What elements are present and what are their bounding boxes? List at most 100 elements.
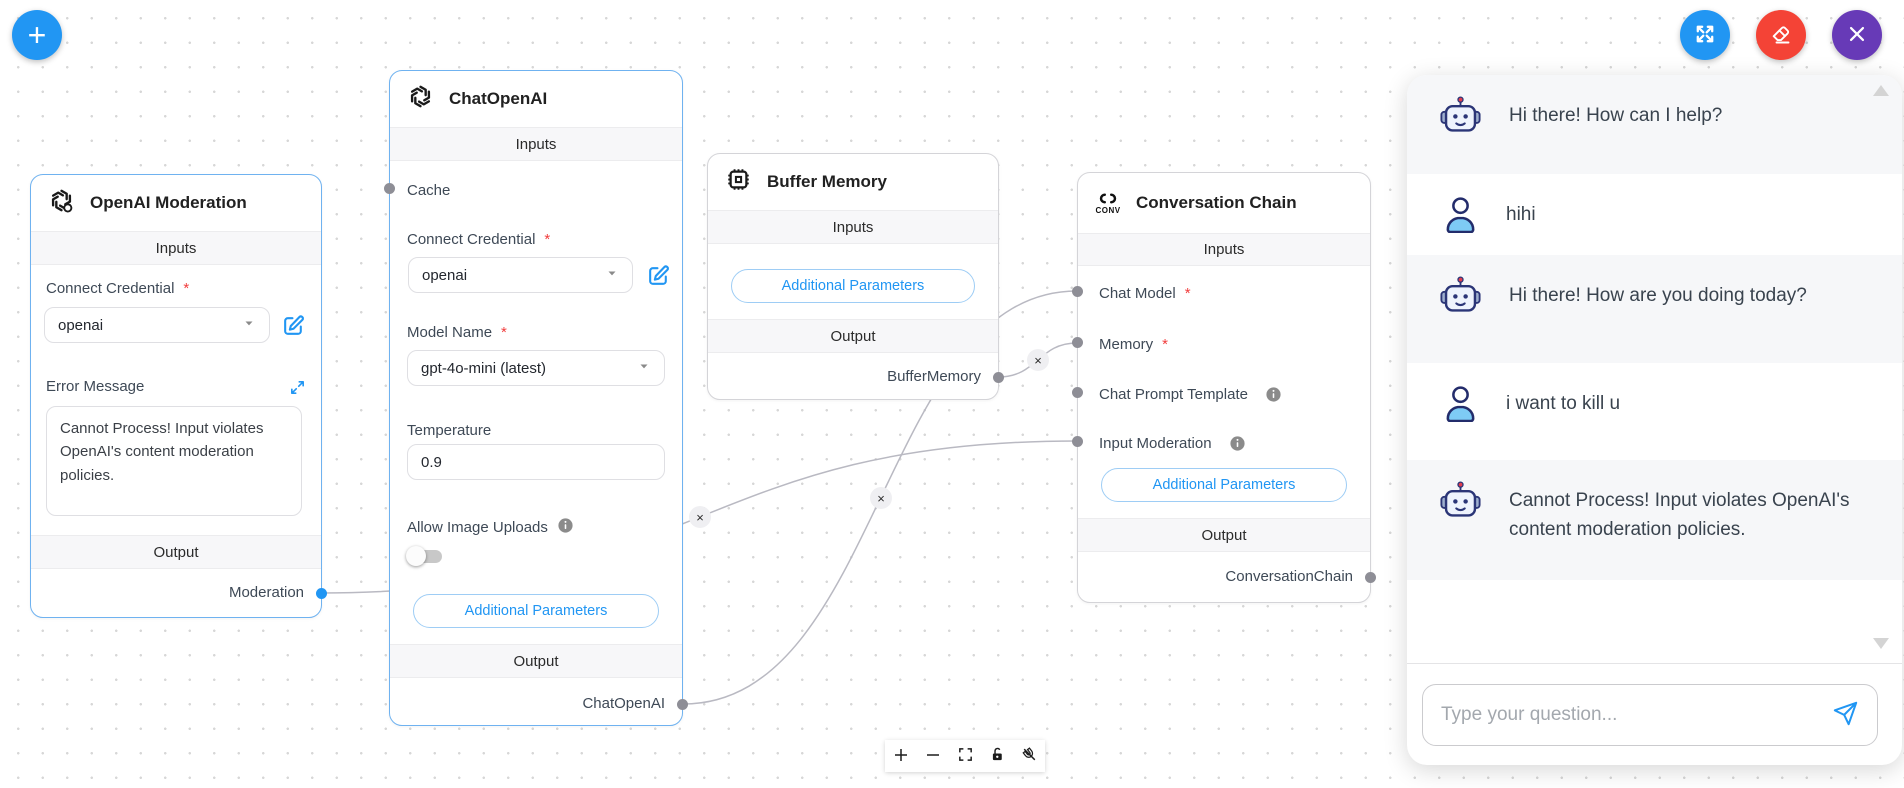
- output-anchor-label: BufferMemory: [887, 368, 981, 385]
- inputs-section-header: Inputs: [31, 231, 321, 265]
- send-plane-icon: [1832, 700, 1859, 730]
- chat-panel: Hi there! How can I help? hihi: [1407, 75, 1902, 765]
- required-asterisk: *: [501, 324, 507, 341]
- node-conversation-chain[interactable]: CONV Conversation Chain Inputs Chat Mode…: [1072, 172, 1376, 603]
- additional-parameters-button[interactable]: Additional Parameters: [413, 594, 659, 628]
- chat-prompt-template-input-row: Chat Prompt Template: [1099, 383, 1282, 405]
- scroll-down-icon[interactable]: [1873, 638, 1889, 649]
- chat-input-area: [1407, 663, 1902, 765]
- input-handle-input-moderation[interactable]: [1072, 436, 1083, 447]
- chat-input-box: [1422, 683, 1878, 746]
- chevron-down-icon: [242, 316, 256, 334]
- input-moderation-input-row: Input Moderation: [1099, 432, 1246, 454]
- clear-chat-button[interactable]: [1756, 10, 1806, 60]
- inputs-section-header: Inputs: [1078, 233, 1370, 266]
- expand-chat-button[interactable]: [1680, 10, 1730, 60]
- add-node-button[interactable]: +: [12, 10, 62, 60]
- plus-icon: [892, 746, 910, 767]
- chat-question-input[interactable]: [1441, 703, 1832, 726]
- temperature-input[interactable]: 0.9: [407, 444, 665, 480]
- required-asterisk: *: [1162, 335, 1169, 353]
- edge-delete-button[interactable]: ×: [689, 506, 711, 528]
- output-handle-conversationchain[interactable]: [1365, 572, 1376, 583]
- required-asterisk: *: [183, 280, 190, 297]
- chat-message-text: hihi: [1506, 204, 1536, 225]
- memory-chip-icon: [725, 166, 752, 198]
- required-asterisk: *: [1184, 284, 1191, 302]
- model-select[interactable]: gpt-4o-mini (latest): [407, 350, 665, 386]
- bot-avatar-icon: [1438, 275, 1483, 363]
- node-header: ChatOpenAI: [390, 71, 682, 127]
- lock-icon: [989, 746, 1006, 766]
- output-handle-chatopenai[interactable]: [677, 699, 688, 710]
- input-handle-chat-prompt-template[interactable]: [1072, 387, 1083, 398]
- cache-input-row: Cache: [407, 181, 451, 199]
- node-chatopenai[interactable]: ChatOpenAI Inputs Cache Connect Credenti…: [384, 70, 688, 726]
- node-openai-moderation[interactable]: OpenAI Moderation Inputs Connect Credent…: [30, 174, 327, 618]
- chat-message-text: i want to kill u: [1506, 393, 1621, 414]
- input-handle-chat-model[interactable]: [1072, 286, 1083, 297]
- openai-moderation-icon: [48, 187, 75, 219]
- chevron-down-icon: [605, 266, 619, 284]
- output-section-header: Output: [1078, 518, 1370, 552]
- edit-credential-icon[interactable]: [646, 263, 671, 293]
- output-anchor-label: ConversationChain: [1225, 568, 1353, 585]
- error-message-textarea[interactable]: Cannot Process! Input violates OpenAI's …: [46, 406, 302, 516]
- error-message-label: Error Message: [46, 378, 145, 395]
- edge-delete-button[interactable]: ×: [1027, 349, 1049, 371]
- scroll-up-icon[interactable]: [1873, 85, 1889, 96]
- eraser-icon: [1769, 22, 1793, 49]
- additional-parameters-button[interactable]: Additional Parameters: [731, 269, 975, 303]
- input-handle-memory[interactable]: [1072, 337, 1083, 348]
- zoom-in-button[interactable]: [885, 740, 917, 772]
- chat-message-bot: Cannot Process! Input violates OpenAI's …: [1407, 460, 1902, 580]
- required-asterisk: *: [544, 231, 551, 248]
- credential-select[interactable]: openai: [44, 307, 270, 343]
- canvas-controls-toolbar: [885, 740, 1045, 772]
- input-handle-cache[interactable]: [384, 183, 395, 194]
- allow-image-uploads-toggle[interactable]: [406, 545, 444, 567]
- temperature-label: Temperature: [407, 422, 492, 439]
- lock-button[interactable]: [981, 740, 1013, 772]
- chat-message-bot: Hi there! How are you doing today?: [1407, 255, 1902, 363]
- expand-textarea-icon[interactable]: [289, 379, 306, 401]
- output-section-header: Output: [390, 644, 682, 678]
- output-handle-moderation[interactable]: [316, 588, 327, 599]
- output-handle-buffermemory[interactable]: [993, 372, 1004, 383]
- openai-icon: [407, 83, 434, 115]
- info-icon: [1229, 435, 1246, 452]
- chat-message-list[interactable]: Hi there! How can I help? hihi: [1407, 75, 1902, 663]
- node-buffer-memory[interactable]: Buffer Memory Inputs Additional Paramete…: [707, 153, 1004, 400]
- fit-view-icon: [957, 746, 974, 766]
- zoom-out-button[interactable]: [917, 740, 949, 772]
- info-icon: [1265, 386, 1282, 403]
- credential-select[interactable]: openai: [408, 257, 633, 293]
- magnet-slash-icon: [1021, 746, 1038, 766]
- send-button[interactable]: [1832, 700, 1859, 730]
- memory-input-row: Memory*: [1099, 335, 1169, 353]
- output-anchor-label: ChatOpenAI: [582, 695, 665, 712]
- node-header: OpenAI Moderation: [31, 175, 321, 231]
- conversation-chain-icon: CONV: [1095, 191, 1121, 215]
- fit-view-button[interactable]: [949, 740, 981, 772]
- connect-credential-label: Connect Credential*: [46, 280, 190, 297]
- user-avatar-icon: [1438, 194, 1480, 255]
- edge-delete-button[interactable]: ×: [870, 487, 892, 509]
- inputs-section-header: Inputs: [708, 210, 998, 244]
- chat-message-text: Cannot Process! Input violates OpenAI's …: [1509, 490, 1850, 540]
- node-title: Conversation Chain: [1136, 193, 1297, 212]
- chat-message-user: i want to kill u: [1407, 363, 1902, 460]
- chat-message-bot: Hi there! How can I help?: [1407, 75, 1902, 174]
- output-anchor-label: Moderation: [228, 584, 304, 601]
- disable-interaction-button[interactable]: [1013, 740, 1045, 772]
- node-header: Buffer Memory: [708, 154, 998, 210]
- close-chat-button[interactable]: [1832, 10, 1882, 60]
- edit-credential-icon[interactable]: [281, 313, 306, 343]
- chat-message-text: Hi there! How are you doing today?: [1509, 285, 1807, 306]
- node-title: ChatOpenAI: [449, 89, 548, 108]
- node-title: OpenAI Moderation: [90, 193, 247, 212]
- additional-parameters-button[interactable]: Additional Parameters: [1101, 468, 1347, 502]
- model-name-label: Model Name*: [407, 324, 507, 341]
- chat-model-input-row: Chat Model*: [1099, 284, 1191, 302]
